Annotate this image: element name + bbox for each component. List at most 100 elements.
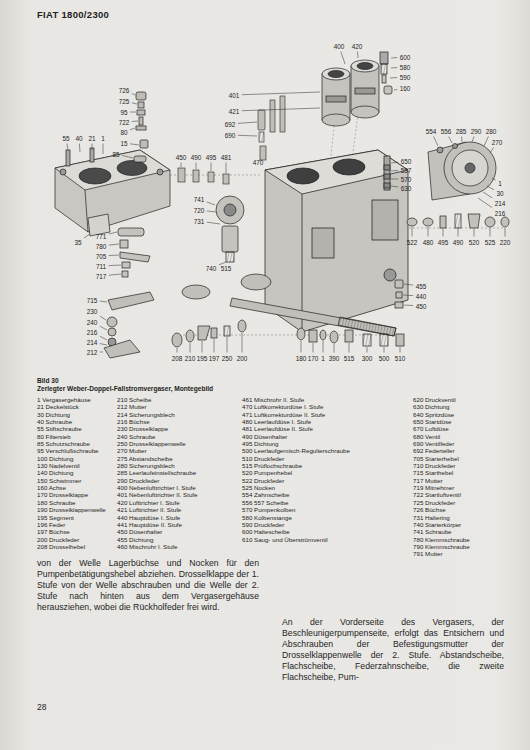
leader-line [109,244,119,245]
parts-list-entry: 510 Druckfeder [242,455,354,462]
parts-list-entry: 85 Schutzschraube [37,440,115,447]
leader-line [109,255,119,257]
callout-number: 630 [400,185,412,192]
leader-line [490,228,491,237]
leader-line [92,144,93,151]
callout-number: 1 [321,355,326,362]
parts-list-entry: 490 Düsenhalter [242,433,354,440]
callout-number: 216 [494,210,506,217]
callout-number: 490 [190,154,202,161]
leader-line [226,163,227,174]
callout-number: 690 [224,132,236,139]
leader-line [349,343,350,353]
carburetor-body [265,150,408,332]
leader-line [190,343,191,353]
leader-line [483,192,492,198]
callout-number: 401 [228,92,240,99]
parts-list-entry: 400 Nebenlufttrichter I. Stufe [117,484,239,491]
callout-number: 715 [86,297,98,304]
callout-number: 300 [361,355,373,362]
parts-list-entry: 441 Hauptdüse II. Stufe [117,521,239,528]
page-number: 28 [37,702,46,712]
leader-line [229,262,230,264]
callout-number: 495 [205,154,217,161]
assembly-axis [170,62,505,335]
parts-list-entry: 250 Drosselklappenwelle [117,440,239,447]
parts-list-entry: 470 Luftkorrekturdüse I. Stufe [242,403,354,410]
parts-list-entry: 741 Schraube [413,528,513,535]
parts-list-entry: 401 Nebenlufttrichter II. Stufe [117,491,239,498]
parts-list-entry: 461 Mischrohr II. Stufe [242,396,354,403]
leader-line [130,144,139,145]
parts-list-column: 210 Scheibe212 Mutter214 Sicherungsblech… [117,396,239,550]
parts-list-entry: 522 Druckfeder [242,477,354,484]
parts-list-entry: 420 Lufttrichter I. Stufe [117,499,239,506]
parts-list-entry: 725 Druckfeder [413,499,513,506]
parts-list-entry: 670 Luftdüse [413,425,513,432]
callout-number: 740 [205,265,217,272]
parts-list-column: 620 Druckventil630 Dichtung640 Spritzdüs… [413,396,513,558]
callout-number: 290 [470,128,482,135]
callout-number: 650 [400,158,412,165]
leader-line [334,344,335,353]
parts-list-entry: 270 Mutter [117,447,239,454]
parts-list-entry: 705 Starterhebel [413,455,513,462]
callout-number: 214 [86,339,98,346]
leader-line [412,227,413,237]
parts-list-entry: 460 Mischrohr I. Stufe [117,543,239,550]
leader-line [242,108,320,111]
leader-line [219,262,226,265]
leader-line [100,344,107,345]
leader-line [238,122,257,123]
parts-list-column: 1 Vergasergehäuse21 Deckelstück30 Dichtu… [37,396,115,550]
leader-line [67,144,68,151]
leader-line [109,274,121,275]
parts-list-entry: 791 Mutter [413,550,513,557]
callout-number: 455 [415,283,427,290]
callout-number: 400 [333,43,345,50]
callout-number: 35 [74,239,82,246]
leader-line [384,347,385,353]
callout-number: 490 [452,239,464,246]
parts-list-entry: 722 Startluftventil [413,491,513,498]
leader-line [100,326,107,330]
leader-line [323,341,324,353]
callout-number: 210 [184,355,196,362]
parts-list-entry: 719 Mitnehmer [413,484,513,491]
leader-line [100,336,107,340]
parts-list-entry: 495 Dichtung [242,440,354,447]
callout-number: 195 [196,355,208,362]
leader-line [341,52,345,65]
callout-number: 390 [328,355,340,362]
callout-number: 726 [118,87,130,94]
parts-list-entry: 1 Vergasergehäuse [37,396,115,403]
leader-line [461,137,463,143]
leader-line [478,198,492,208]
callout-number: 570 [400,176,412,183]
parts-list-entry: 197 Büchse [37,528,115,535]
parts-list-entry: 640 Spritzdüse [413,411,513,418]
callout-number: 421 [228,108,240,115]
cover-small-parts [134,92,148,162]
callout-number: 270 [491,139,503,146]
leader-line [207,202,215,205]
venturi [322,52,392,126]
parts-list-entry: 170 Drosselklappe [37,491,115,498]
leader-line [458,229,459,237]
callout-number: 450 [175,154,187,161]
parts-list-entry: 216 Büchse [117,418,239,425]
leader-line [391,170,398,171]
leader-line [391,162,398,164]
leader-line [214,339,215,353]
callout-number: 250 [221,355,233,362]
leader-line [100,352,103,353]
callout-number: 470 [252,159,264,166]
parts-list-entry: 30 Dichtung [37,411,115,418]
parts-list-entry: 580 Kolbenstange [242,514,354,521]
parts-list-entry: 600 Haltescheibe [242,528,354,535]
callout-number: 1 [498,180,503,187]
callout-number: 440 [415,293,427,300]
parts-list-entry: 740 Starterkörper [413,521,513,528]
parts-list-entry: 40 Schraube [37,418,115,425]
pump-cover [395,142,509,308]
